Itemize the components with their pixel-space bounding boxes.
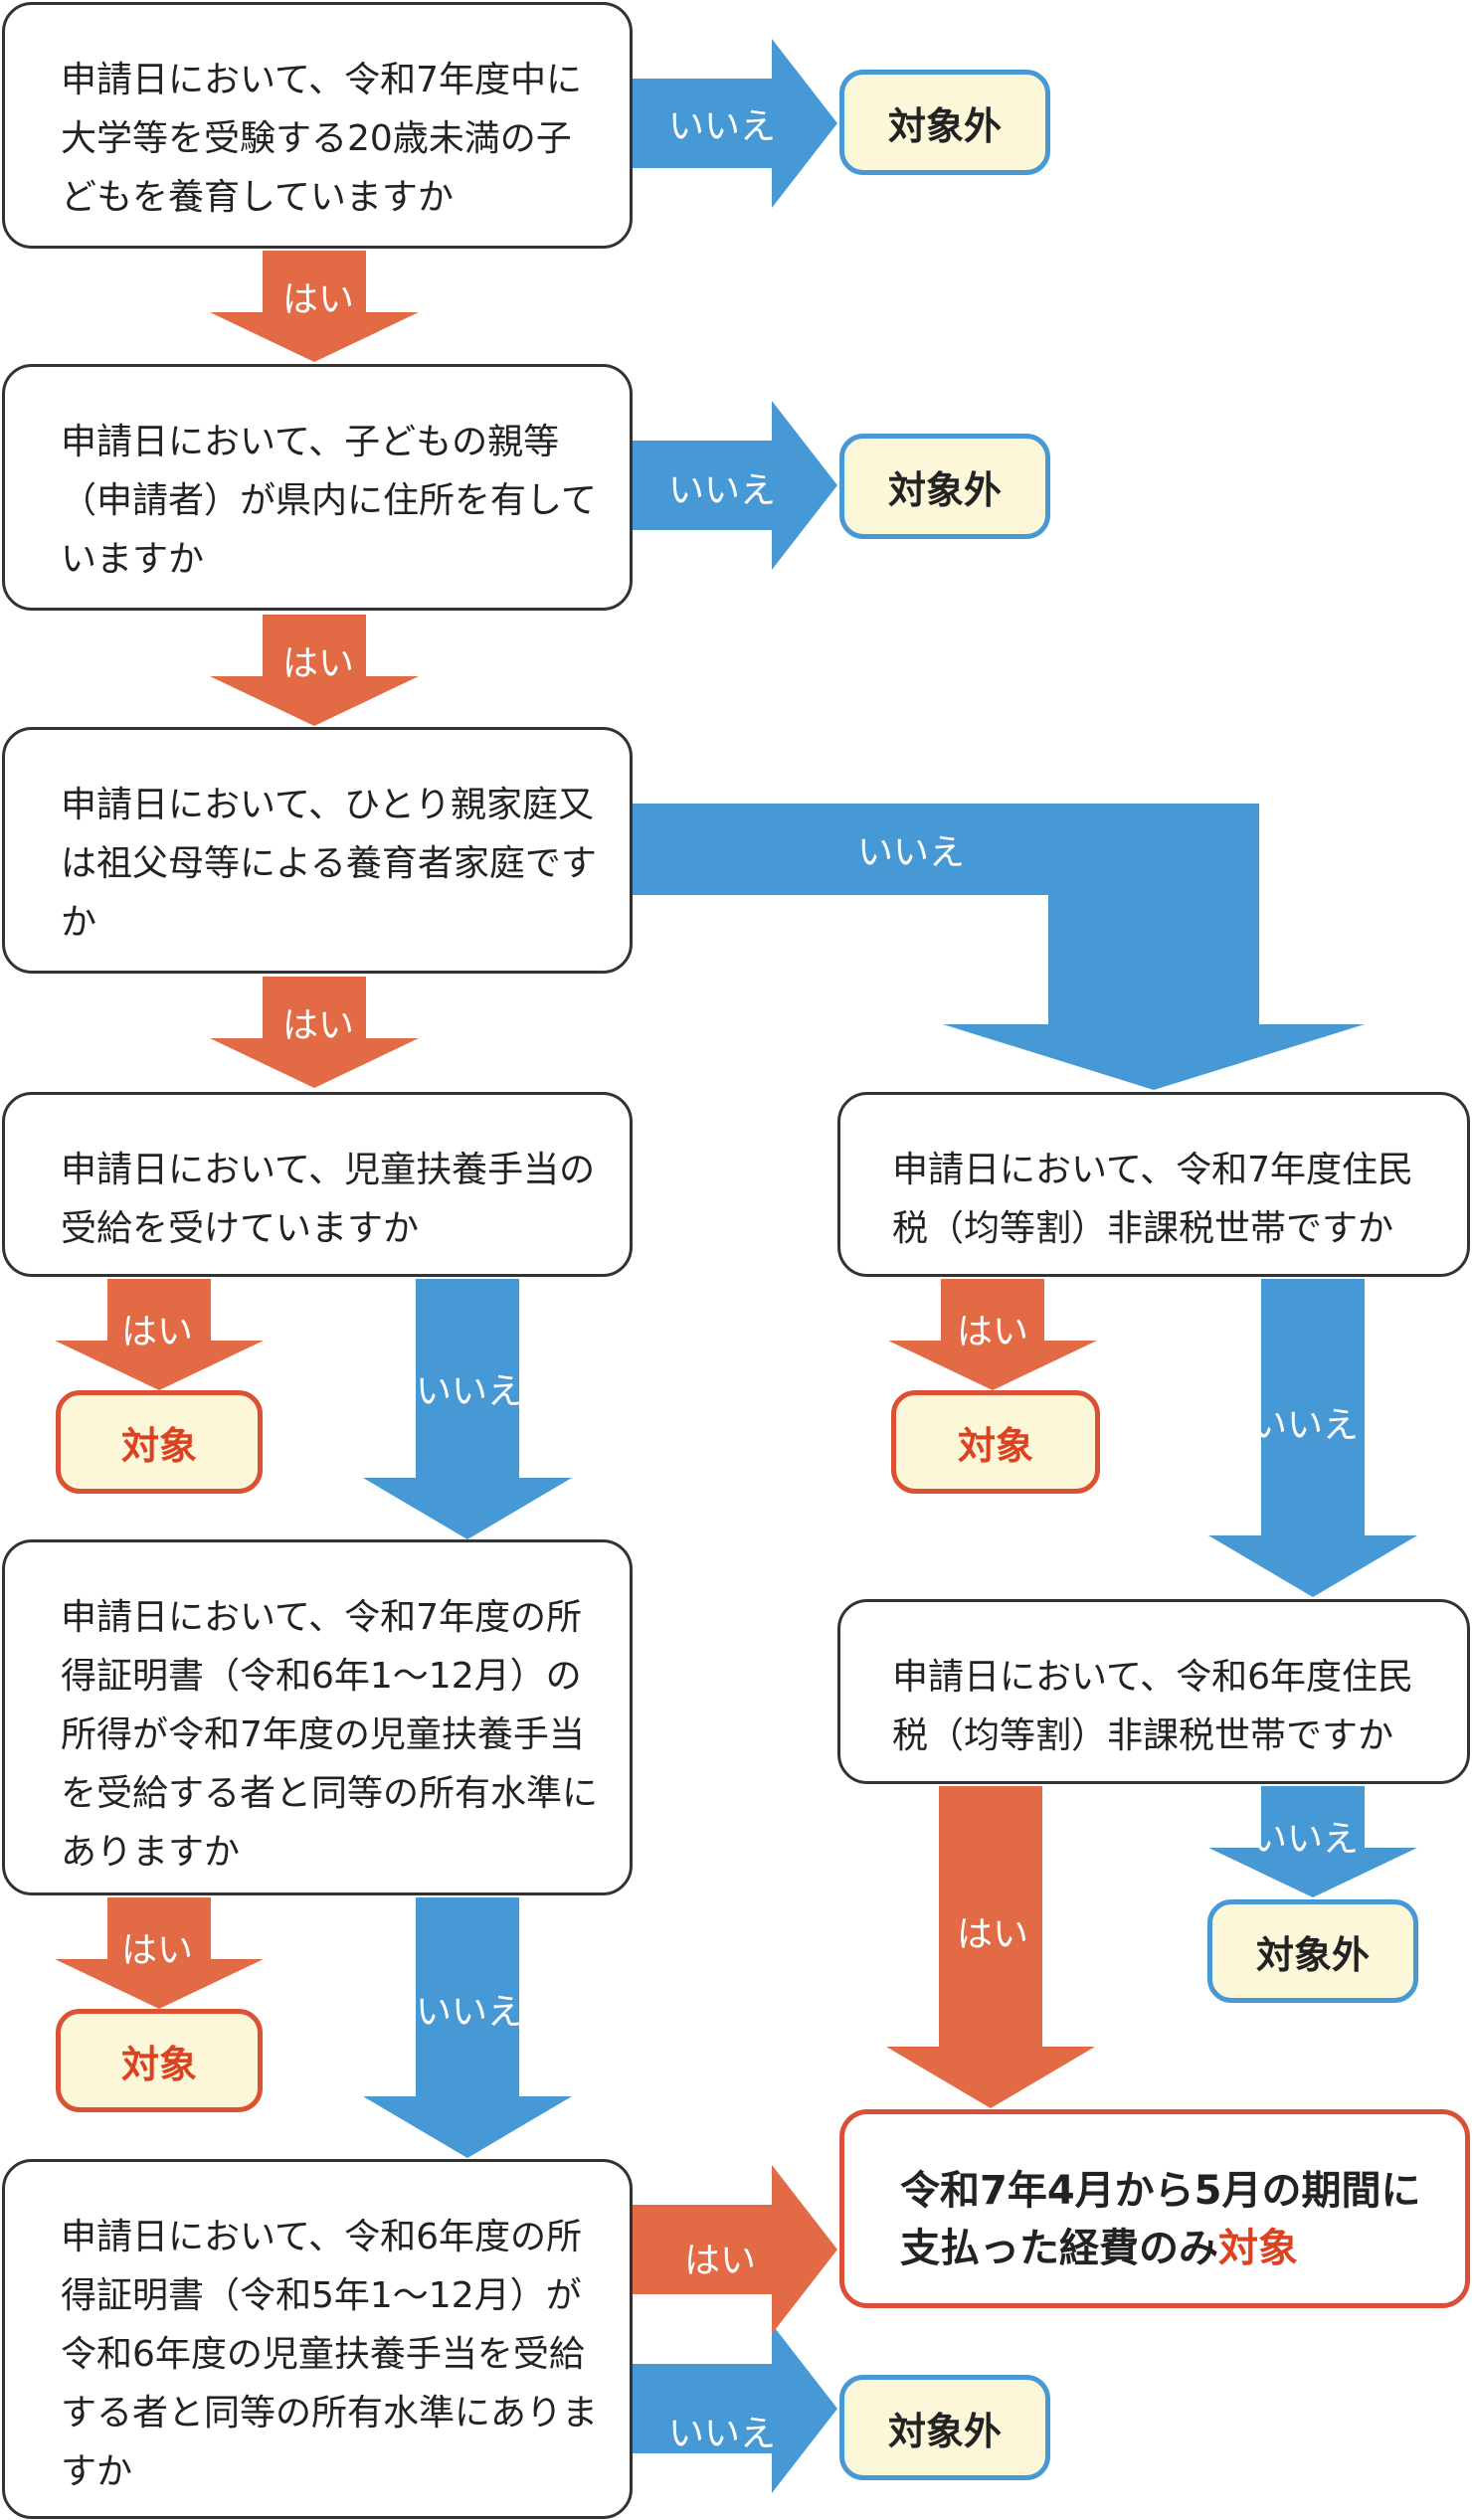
arrow-label-yes: はい [121,1930,194,1971]
result-excluded: 対象外 [839,434,1050,539]
arrow-yes-down [888,1279,1097,1390]
arrow-yes-down [210,615,419,726]
question-text: 申請日において、子どもの親等（申請者）が県内に住所を有していますか [61,422,597,580]
arrow-label-no: いいえ [668,2414,777,2454]
final-result-box: 令和7年4月から5月の期間に支払った経費のみ対象 [839,2109,1470,2308]
arrow-no-elbow [633,804,1365,1090]
result-excluded: 対象外 [839,70,1050,175]
arrow-label-no: いいえ [416,1992,524,2033]
arrow-yes-right [633,2165,837,2334]
arrow-yes-down [55,1897,264,2009]
arrow-label-yes: はい [282,643,355,684]
result-excluded: 対象外 [1207,1899,1418,2003]
question-text: 申請日において、令和7年度中に大学等を受験する20歳未満の子どもを養育しています… [61,60,583,218]
question-text: 申請日において、令和7年度住民税（均等割）非課税世帯ですか [892,1150,1414,1249]
arrow-yes-down [55,1279,264,1390]
question-box-q4: 申請日において、児童扶養手当の受給を受けていますか [2,1092,633,1277]
arrow-label-no: いいえ [668,470,777,511]
arrow-yes-down [210,251,419,362]
arrow-label-yes: はい [684,2241,757,2281]
result-eligible: 対象 [891,1390,1100,1494]
arrow-no-down [1208,1786,1417,1897]
final-result-text: 令和7年4月から5月の期間に支払った経費のみ [900,2168,1421,2271]
arrow-no-right [633,401,837,570]
question-box-q2: 申請日において、子どもの親等（申請者）が県内に住所を有していますか [2,364,633,611]
question-text: 申請日において、ひとり親家庭又は祖父母等による養育者家庭ですか [61,785,597,943]
arrow-yes-down [886,1786,1095,2108]
final-result-highlight: 対象 [1218,2226,1298,2271]
question-box-q8: 申請日において、令和6年度住民税（均等割）非課税世帯ですか [837,1599,1470,1784]
question-text: 申請日において、児童扶養手当の受給を受けていますか [61,1150,596,1249]
arrow-label-yes: はい [282,279,355,320]
arrow-no-down [1208,1279,1417,1597]
arrow-label-no: いいえ [1251,1405,1360,1446]
question-box-q3: 申請日において、ひとり親家庭又は祖父母等による養育者家庭ですか [2,727,633,974]
arrow-no-down [363,1279,572,1539]
result-eligible: 対象 [56,1390,263,1494]
question-box-q6: 申請日において、令和6年度の所得証明書（令和5年1～12月）が令和6年度の児童扶… [2,2159,633,2519]
arrow-label-yes: はい [957,1914,1029,1955]
arrow-yes-down [210,977,419,1088]
question-box-q5: 申請日において、令和7年度の所得証明書（令和6年1～12月）の所得が令和7年度の… [2,1539,633,1895]
question-text: 申請日において、令和6年度の所得証明書（令和5年1～12月）が令和6年度の児童扶… [61,2217,599,2492]
question-box-q7: 申請日において、令和7年度住民税（均等割）非課税世帯ですか [837,1092,1470,1277]
arrow-label-no: いいえ [668,106,777,147]
result-eligible: 対象 [56,2009,263,2112]
question-text: 申請日において、令和7年度の所得証明書（令和6年1～12月）の所得が令和7年度の… [61,1597,599,1873]
arrow-no-down [363,1897,572,2158]
arrow-no-right [633,2324,837,2493]
question-box-q1: 申請日において、令和7年度中に大学等を受験する20歳未満の子どもを養育しています… [2,2,633,249]
arrow-label-yes: はい [282,1005,355,1046]
arrow-label-no: いいえ [416,1371,524,1412]
arrow-label-yes: はい [121,1312,194,1352]
arrow-label-no: いいえ [857,832,966,873]
question-text: 申請日において、令和6年度住民税（均等割）非課税世帯ですか [892,1657,1414,1756]
arrow-label-yes: はい [957,1312,1029,1352]
arrow-no-right [633,39,837,208]
arrow-label-no: いいえ [1251,1819,1360,1860]
result-excluded: 対象外 [839,2375,1050,2480]
